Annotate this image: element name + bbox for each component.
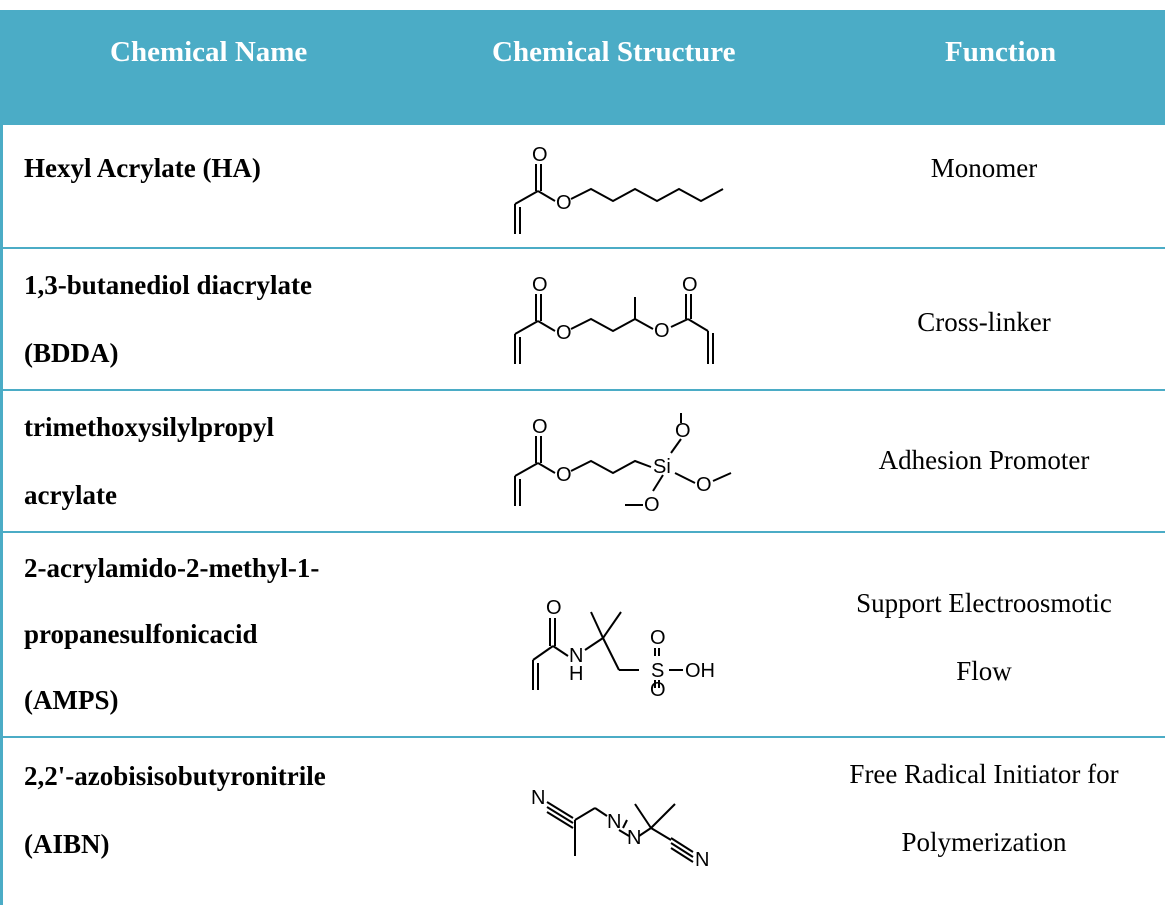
chemical-function: Cross-linker (803, 291, 1165, 353)
chemical-name-line: Hexyl Acrylate (HA) (24, 153, 261, 183)
chemical-table: Chemical Name Chemical Structure Functio… (0, 10, 1165, 905)
atom-label: O (532, 416, 548, 438)
atom-label: Si (653, 456, 671, 478)
atom-label: O (556, 464, 572, 486)
chemical-function: Support Electroosmotic Flow (803, 569, 1165, 705)
function-line: Cross-linker (917, 307, 1051, 337)
chemical-name: 1,3-butanediol diacrylate (BDDA) (24, 251, 312, 387)
chemical-name: trimethoxysilylpropyl acrylate (24, 393, 274, 529)
chemical-name-line: propanesulfonicacid (24, 619, 258, 649)
chemical-name: 2,2'-azobisisobutyronitrile (AIBN) (24, 742, 326, 878)
atom-label: N (695, 849, 709, 870)
chemical-structure: O O Si O O O (503, 411, 743, 521)
chemical-name-line: 2-acrylamido-2-methyl-1- (24, 553, 320, 583)
atom-label: O (556, 322, 572, 344)
chemical-name: 2-acrylamido-2-methyl-1- propanesulfonic… (24, 535, 319, 733)
header-chemical-name: Chemical Name (110, 36, 308, 68)
function-line: Adhesion Promoter (878, 445, 1090, 475)
atom-label: H (569, 663, 583, 685)
atom-label: O (682, 274, 698, 296)
header-function: Function (945, 36, 1057, 68)
table-row: 1,3-butanediol diacrylate (BDDA) O O O O (3, 249, 1165, 391)
chemical-structure: O O (503, 139, 743, 244)
table-header: Chemical Name Chemical Structure Functio… (3, 10, 1165, 125)
atom-label: O (696, 474, 712, 496)
atom-label: O (546, 597, 562, 619)
atom-label: N (531, 787, 545, 809)
chemical-function: Adhesion Promoter (803, 429, 1165, 491)
atom-label: O (644, 494, 660, 516)
atom-label: S (651, 660, 664, 682)
chemical-structure: O N H O S OH O (503, 578, 743, 703)
atom-label: OH (685, 660, 715, 682)
atom-label: O (675, 420, 691, 442)
atom-label: O (532, 274, 548, 296)
function-line: Flow (956, 656, 1012, 686)
chemical-name-line: (AIBN) (24, 829, 110, 859)
function-line: Support Electroosmotic (856, 588, 1112, 618)
table-row: Hexyl Acrylate (HA) O O Monomer (3, 125, 1165, 249)
chemical-name-line: acrylate (24, 480, 117, 510)
atom-label: N (607, 811, 621, 833)
function-line: Free Radical Initiator for (849, 759, 1119, 789)
chemical-name: Hexyl Acrylate (HA) (24, 137, 261, 199)
atom-label: N (627, 827, 641, 849)
chemical-name-line: (AMPS) (24, 685, 119, 715)
table-row: 2,2'-azobisisobutyronitrile (AIBN) N N N… (3, 738, 1165, 905)
atom-label: O (556, 192, 572, 214)
chemical-structure: N N N N (503, 760, 743, 875)
chemical-name-line: (BDDA) (24, 338, 119, 368)
chemical-function: Monomer (803, 137, 1165, 199)
header-chemical-structure: Chemical Structure (492, 36, 736, 68)
atom-label: O (654, 320, 670, 342)
table-row: trimethoxysilylpropyl acrylate O O Si O (3, 391, 1165, 533)
chemical-name-line: trimethoxysilylpropyl (24, 412, 275, 442)
chemical-function: Free Radical Initiator for Polymerizatio… (803, 740, 1165, 876)
chemical-name-line: 2,2'-azobisisobutyronitrile (24, 761, 326, 791)
function-line: Polymerization (901, 827, 1067, 857)
atom-label: O (532, 144, 548, 166)
atom-label: O (650, 679, 666, 698)
chemical-name-line: 1,3-butanediol diacrylate (24, 270, 312, 300)
atom-label: O (650, 627, 666, 649)
atom-label: N (569, 645, 583, 667)
function-line: Monomer (930, 153, 1038, 183)
table-row: 2-acrylamido-2-methyl-1- propanesulfonic… (3, 533, 1165, 738)
chemical-structure: O O O O (503, 269, 743, 374)
